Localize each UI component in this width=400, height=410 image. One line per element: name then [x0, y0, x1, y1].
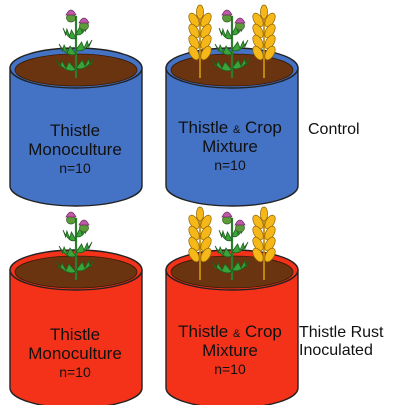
sample-size: n=10 [59, 364, 91, 381]
thistle-leaf [218, 27, 233, 40]
thistle-leaf [58, 245, 77, 258]
wheat-grain [188, 23, 200, 39]
thistle-leaf [58, 43, 77, 56]
thistle-flower [78, 219, 90, 226]
thistle-flower [234, 219, 246, 226]
wheat-grain [252, 23, 264, 39]
thistle-leaf [231, 57, 251, 70]
thistle-plant [55, 9, 95, 78]
pot-title-line2: Mixture [202, 137, 258, 157]
thistle-leaf [75, 39, 93, 52]
sample-size: n=10 [59, 160, 91, 177]
wheat-grain [188, 225, 200, 241]
sample-size: n=10 [214, 157, 246, 174]
row-label-inoculated: Thistle Rust Inoculated [299, 324, 383, 361]
pot-title-line2: Mixture [202, 341, 258, 361]
thistle-flower [65, 211, 77, 218]
wheat-grain [200, 247, 212, 263]
pot-body [165, 67, 299, 207]
pot [165, 206, 299, 409]
wheat-grain [264, 247, 276, 263]
title-part-thistle: Thistle [178, 118, 233, 137]
thistle-leaf [62, 27, 77, 40]
wheat-grain [260, 206, 268, 222]
thistle-leaf [231, 259, 251, 272]
row-label-line: Inoculated [299, 342, 373, 360]
wheat-grain [252, 247, 264, 263]
thistle-flower [221, 9, 233, 16]
pot-title-line2: Monoculture [28, 140, 122, 160]
sample-size: n=10 [214, 361, 246, 378]
thistle-leaf [75, 259, 95, 272]
ampersand: & [232, 328, 241, 340]
title-part-thistle: Thistle [178, 322, 233, 341]
wheat-grain [196, 206, 204, 222]
pot-label-control-monoculture: Thistle Monoculture n=10 [10, 121, 140, 177]
thistle-leaf [214, 43, 233, 56]
title-part-crop: Crop [240, 322, 282, 341]
wheat-grain [200, 45, 212, 61]
wheat-grain [200, 34, 212, 50]
thistle-leaf [218, 229, 233, 242]
pot-label-inoculated-mixture: Thistle & Crop Mixture n=10 [165, 322, 295, 378]
wheat-grain [264, 45, 276, 61]
pot-label-inoculated-monoculture: Thistle Monoculture n=10 [10, 325, 140, 381]
pot [165, 4, 299, 207]
thistle-leaf [231, 241, 249, 254]
pot-title-line1: Thistle & Crop [165, 118, 295, 137]
wheat-grain [264, 225, 276, 241]
thistle-leaf [62, 229, 77, 242]
thistle-flower [65, 9, 77, 16]
thistle-leaf [214, 245, 233, 258]
thistle-plant [55, 211, 95, 280]
wheat-grain [252, 34, 264, 50]
row-label-line: Thistle Rust [299, 324, 384, 341]
wheat-grain [260, 4, 268, 20]
thistle-leaf [75, 57, 95, 70]
wheat-grain [188, 247, 200, 263]
pot-title-line1: Thistle & Crop [165, 322, 295, 341]
pot-title-line2: Monoculture [28, 344, 122, 364]
wheat-grain [264, 236, 276, 252]
wheat-plant [252, 206, 276, 280]
wheat-plant [188, 4, 212, 78]
pot-body [9, 67, 143, 207]
thistle-flower [221, 211, 233, 218]
pot [9, 211, 143, 409]
title-part-crop: Crop [240, 118, 282, 137]
wheat-grain [252, 236, 264, 252]
row-label-line: Control [308, 121, 360, 138]
ampersand: & [232, 124, 241, 136]
thistle-leaf [231, 39, 249, 52]
wheat-grain [200, 236, 212, 252]
thistle-flower [78, 17, 90, 24]
wheat-grain [252, 225, 264, 241]
thistle-leaf [211, 59, 233, 72]
wheat-grain [252, 45, 264, 61]
pot-label-control-mixture: Thistle & Crop Mixture n=10 [165, 118, 295, 174]
wheat-grain [264, 34, 276, 50]
thistle-leaf [211, 261, 233, 274]
thistle-leaf [55, 261, 77, 274]
thistle-leaf [55, 59, 77, 72]
thistle-plant [211, 9, 251, 78]
pot [9, 9, 143, 207]
wheat-grain [188, 236, 200, 252]
wheat-grain [200, 225, 212, 241]
thistle-leaf [75, 241, 93, 254]
wheat-plant [252, 4, 276, 78]
wheat-grain [264, 23, 276, 39]
pot-title-line1: Thistle [49, 121, 101, 140]
wheat-grain [196, 4, 204, 20]
pot-title-line1: Thistle [49, 325, 101, 344]
thistle-plant [211, 211, 251, 280]
thistle-flower [234, 17, 246, 24]
wheat-grain [188, 45, 200, 61]
row-label-control: Control [308, 121, 360, 139]
wheat-grain [188, 34, 200, 50]
wheat-grain [200, 23, 212, 39]
wheat-plant [188, 206, 212, 280]
